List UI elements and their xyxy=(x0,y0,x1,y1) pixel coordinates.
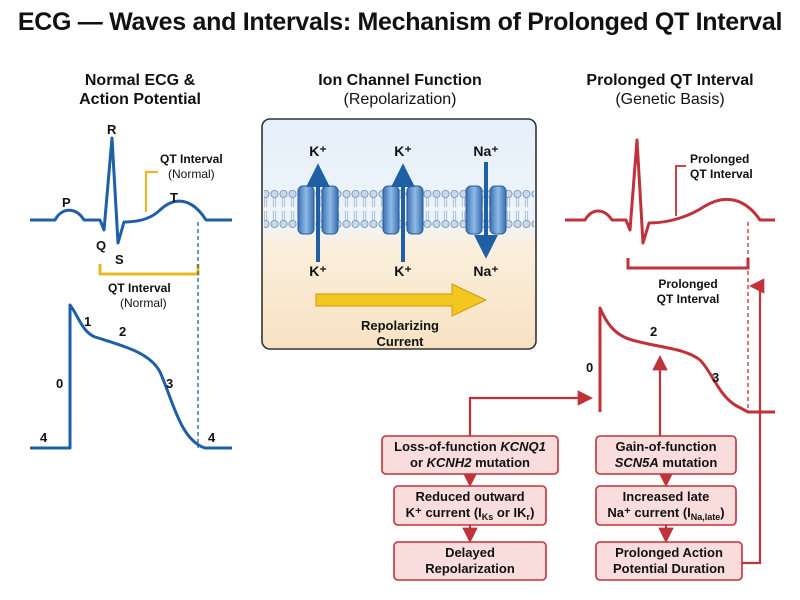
left-column-heading: Normal ECG & Action Potential xyxy=(40,71,240,109)
p-wave-label: P xyxy=(62,195,71,210)
prolonged-qt-bracket xyxy=(626,258,750,270)
svg-text:Loss-of-function KCNQ1: Loss-of-function KCNQ1 xyxy=(394,439,546,454)
sodium-channel xyxy=(465,162,507,259)
s-wave-label: S xyxy=(115,252,124,267)
kcnq-to-ap-arrow xyxy=(468,390,594,438)
channel-3-bottom-ion: Na⁺ xyxy=(473,263,498,279)
svg-text:SCN5A mutation: SCN5A mutation xyxy=(615,455,718,470)
repolarizing-current-label-line1: Repolarizing xyxy=(361,318,439,333)
qt-normal-bracket xyxy=(98,264,200,276)
middle-column-heading: Ion Channel Function (Repolarization) xyxy=(290,71,510,109)
phase-4-right-label: 4 xyxy=(208,430,216,445)
delayed-repolarization-box: Delayed Repolarization xyxy=(393,541,547,581)
left-heading-line2: Action Potential xyxy=(79,91,201,108)
svg-text:or KCNH2 mutation: or KCNH2 mutation xyxy=(410,455,530,470)
middle-heading-line2: (Repolarization) xyxy=(343,91,457,108)
prolonged-qt-top-marker xyxy=(675,165,686,216)
prolonged-phase-2-label: 2 xyxy=(650,324,657,339)
middle-heading-line1: Ion Channel Function xyxy=(318,72,482,89)
repolarizing-current-label-line2: Current xyxy=(377,334,425,349)
kcnq-line2-a: or xyxy=(410,455,427,470)
scn5a-gene-name: SCN5A xyxy=(615,455,659,470)
late-line1: Increased late xyxy=(623,489,710,504)
delayed-line2: Repolarization xyxy=(425,561,515,576)
reduced-line2-c: ) xyxy=(530,505,534,520)
kcnq-gene-name: KCNQ1 xyxy=(500,439,546,454)
channel-3-top-ion: Na⁺ xyxy=(473,143,498,159)
channel-1-bottom-ion: K⁺ xyxy=(309,263,327,279)
prolonged-phase-3-label: 3 xyxy=(712,370,719,385)
delayed-line1: Delayed xyxy=(445,545,495,560)
kcnq-mutation-box: Loss-of-function KCNQ1 or KCNH2 mutation xyxy=(381,435,559,475)
prolonged-phase-0-label: 0 xyxy=(586,360,593,375)
ikr-subscript: r xyxy=(527,512,531,522)
qt-normal-top-marker xyxy=(144,170,158,212)
prolonged-ap-to-qt-arrow xyxy=(742,278,765,565)
prolonged-top-label-line2: QT Interval xyxy=(690,167,753,181)
ina-late-subscript: Na,late xyxy=(691,512,721,522)
phase-2-label: 2 xyxy=(119,324,126,339)
kcnh2-gene-name: KCNH2 xyxy=(427,455,473,470)
channel-1-top-ion: K⁺ xyxy=(309,143,327,159)
phase-4-left-label: 4 xyxy=(40,430,48,445)
iks-subscript: Ks xyxy=(482,512,494,522)
late-line2-a: Na⁺ current (I xyxy=(607,505,690,520)
t-wave-label: T xyxy=(170,190,178,205)
prolonged-ecg-trace xyxy=(565,138,775,245)
scn5a-line1: Gain-of-function xyxy=(615,439,716,454)
q-wave-label: Q xyxy=(96,238,106,253)
qt-bottom-sublabel: (Normal) xyxy=(120,296,167,310)
page-title: ECG — Waves and Intervals: Mechanism of … xyxy=(17,8,783,36)
prolonged-action-potential-trace xyxy=(598,306,775,414)
prolonged-bottom-label-line2: QT Interval xyxy=(657,292,720,306)
reduced-line2-a: K⁺ current (I xyxy=(406,505,482,520)
prolonged-ap-line1: Prolonged Action xyxy=(615,545,723,560)
r-wave-label: R xyxy=(107,122,117,137)
scn5a-line2-b: mutation xyxy=(659,455,718,470)
late-line2-b: ) xyxy=(720,505,724,520)
reduced-outward-current-box: Reduced outward K⁺ current (IKs or IKr) xyxy=(393,485,547,526)
right-column-heading: Prolonged QT Interval (Genetic Basis) xyxy=(560,71,780,109)
increased-late-current-box: Increased late Na⁺ current (INa,late) xyxy=(595,485,737,526)
reduced-line2-b: or IK xyxy=(493,505,527,520)
prolonged-ap-line2: Potential Duration xyxy=(613,561,725,576)
right-heading-line1: Prolonged QT Interval xyxy=(586,72,754,89)
prolonged-ap-duration-box: Prolonged Action Potential Duration xyxy=(595,541,743,581)
normal-action-potential-trace xyxy=(30,303,232,450)
svg-text:K⁺ current (IKs or IKr): K⁺ current (IKs or IKr) xyxy=(406,505,535,522)
channel-2-bottom-ion: K⁺ xyxy=(394,263,412,279)
reduced-line1: Reduced outward xyxy=(415,489,524,504)
phase-3-label: 3 xyxy=(166,376,173,391)
right-heading-line2: (Genetic Basis) xyxy=(615,91,725,108)
repolarizing-current-arrow xyxy=(315,283,488,317)
potassium-channel-2 xyxy=(382,163,424,262)
qt-top-label: QT Interval xyxy=(160,152,223,166)
left-heading-line1: Normal ECG & xyxy=(84,72,196,89)
qt-bottom-label: QT Interval xyxy=(108,281,171,295)
prolonged-top-label-line1: Prolonged xyxy=(690,152,749,166)
svg-text:Na⁺ current (INa,late): Na⁺ current (INa,late) xyxy=(607,505,724,522)
scn5a-mutation-box: Gain-of-function SCN5A mutation xyxy=(595,435,737,475)
kcnq-line2-c: mutation xyxy=(471,455,530,470)
phase-1-label: 1 xyxy=(84,314,91,329)
prolonged-bottom-label-line1: Prolonged xyxy=(658,277,717,291)
channel-2-top-ion: K⁺ xyxy=(394,143,412,159)
phase-0-label: 0 xyxy=(56,376,63,391)
kcnq-line1-a: Loss-of-function xyxy=(394,439,500,454)
qt-top-sublabel: (Normal) xyxy=(168,167,215,181)
potassium-channel-1 xyxy=(297,163,339,262)
normal-ecg-trace xyxy=(30,136,232,245)
